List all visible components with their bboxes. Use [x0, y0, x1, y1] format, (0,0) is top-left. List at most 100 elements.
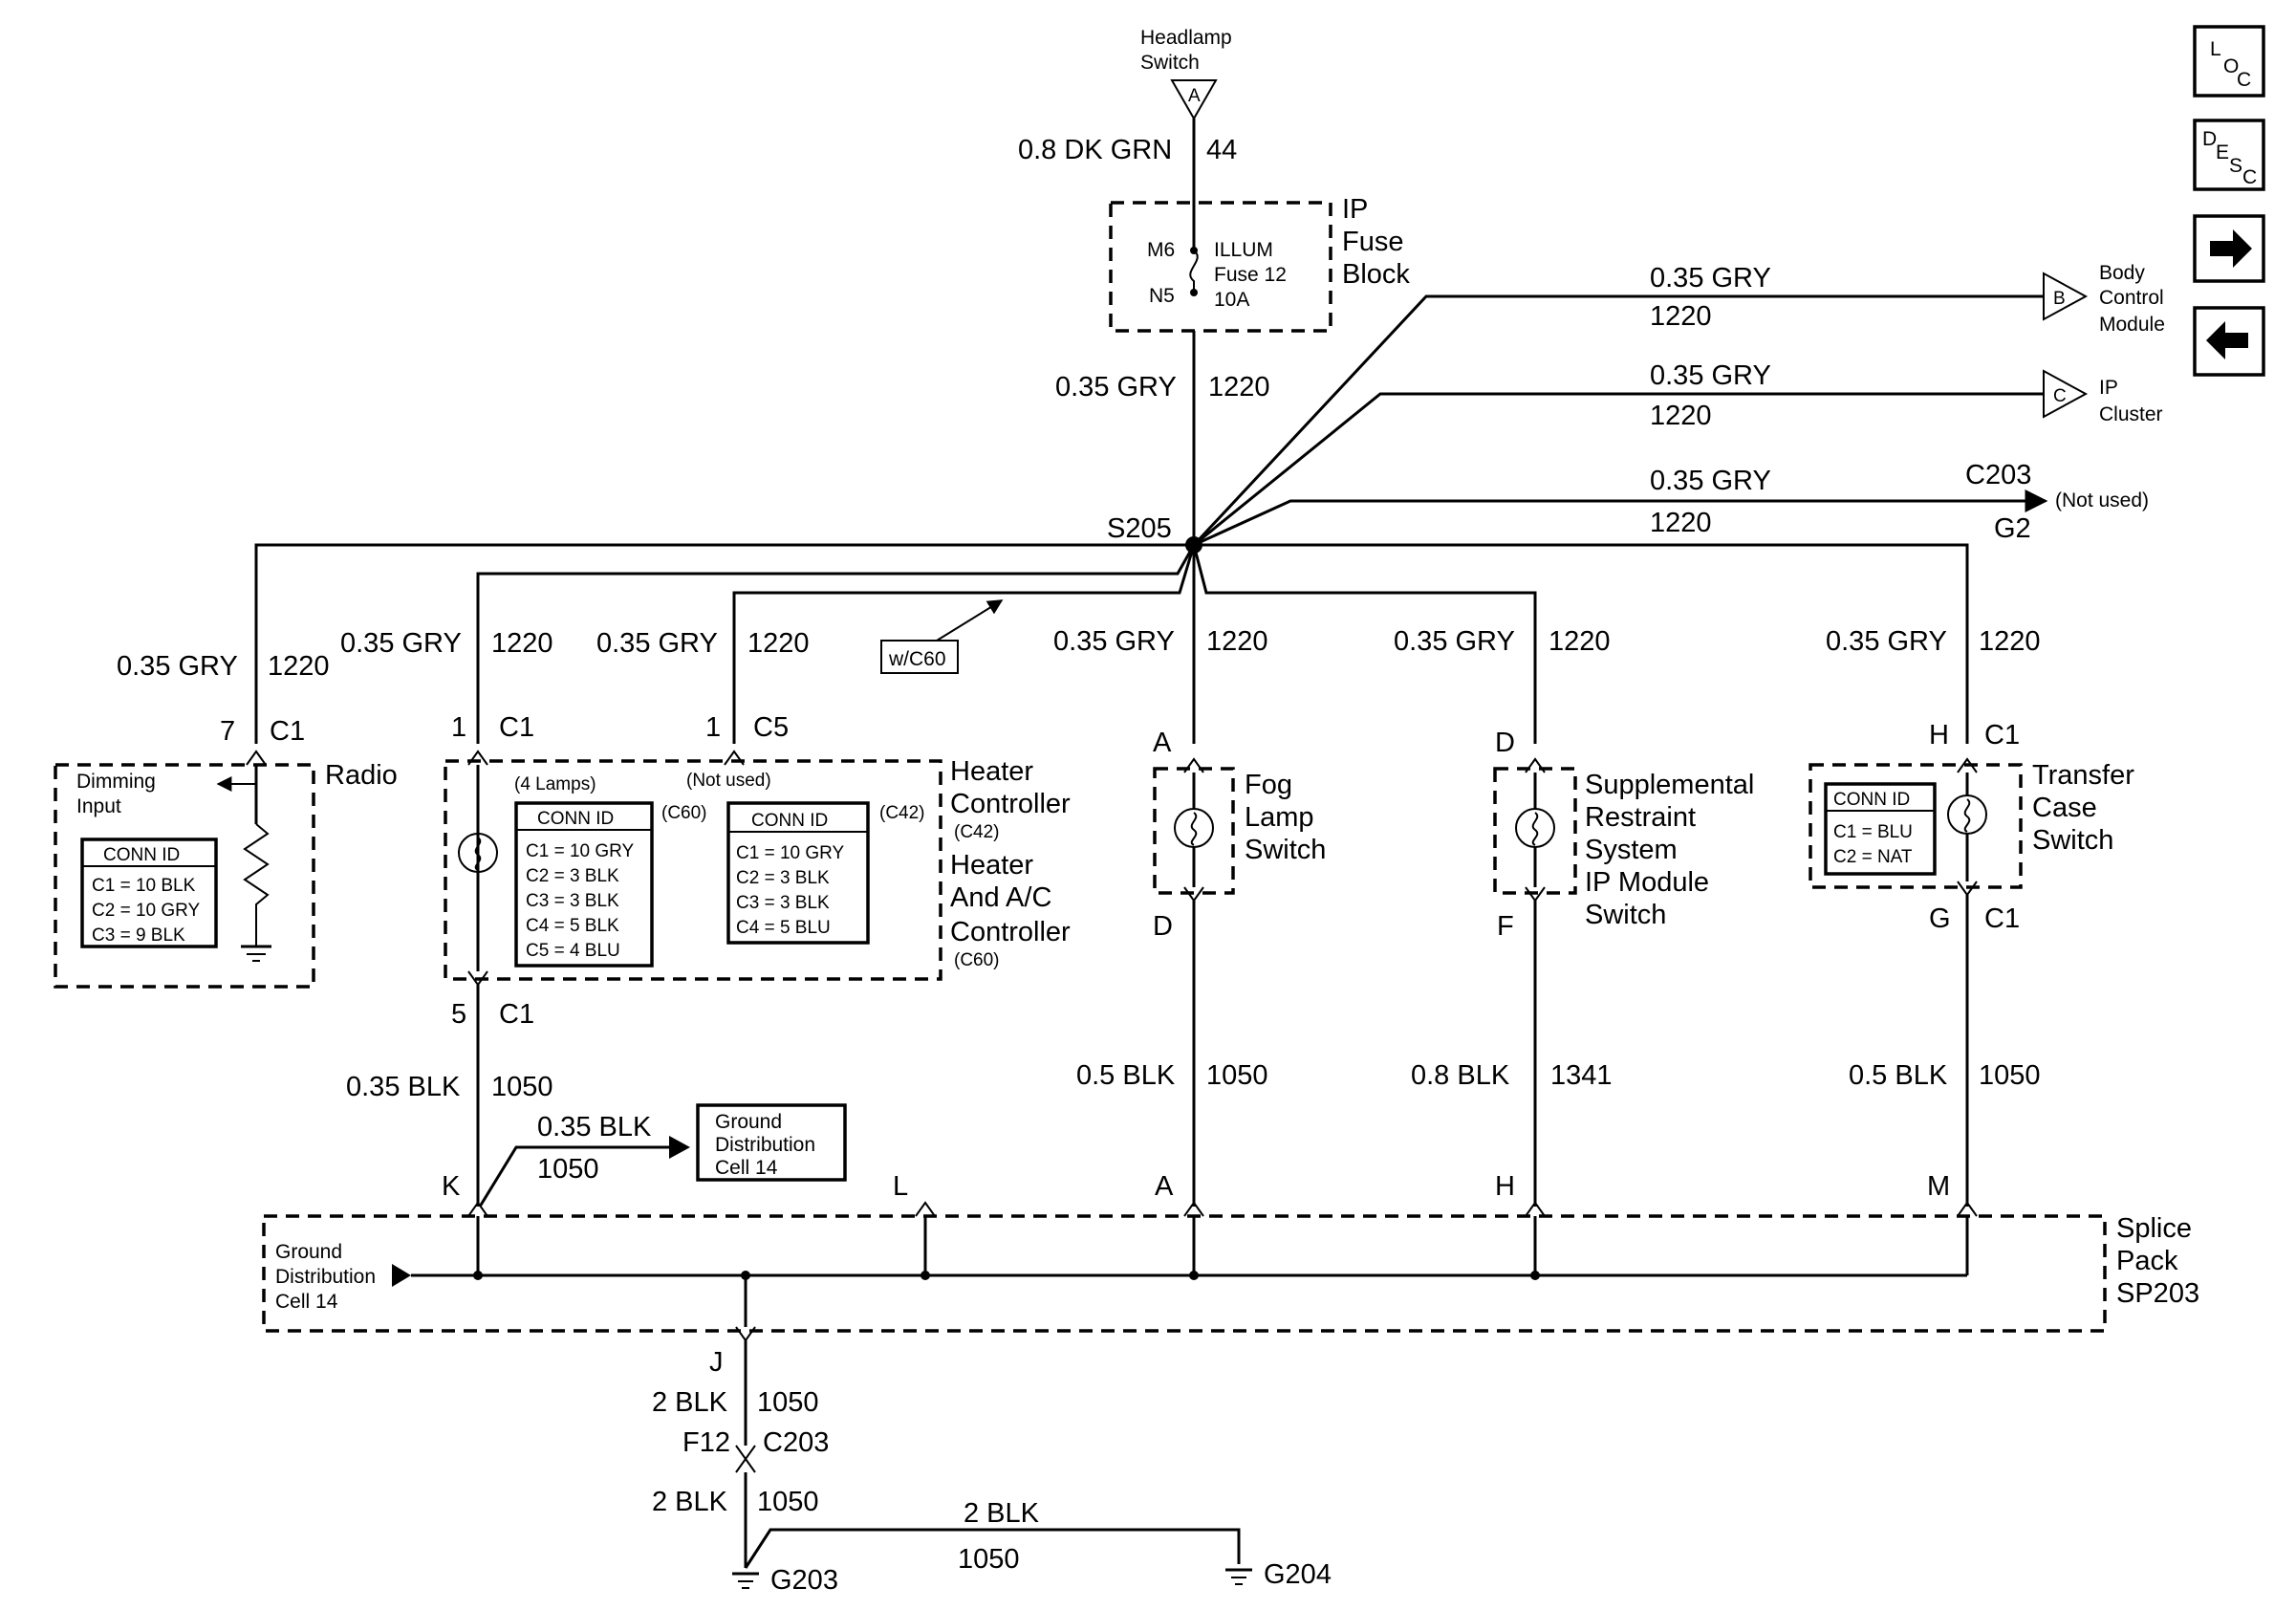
- svg-text:(C60): (C60): [954, 950, 1000, 970]
- svg-text:C203: C203: [763, 1427, 829, 1458]
- svg-text:C2 = 3 BLK: C2 = 3 BLK: [526, 866, 619, 886]
- svg-text:CONN ID: CONN ID: [537, 809, 614, 829]
- svg-text:C1: C1: [499, 999, 534, 1030]
- svg-text:Controller: Controller: [950, 917, 1071, 947]
- svg-text:D: D: [1153, 911, 1173, 942]
- svg-text:C3 = 3 BLK: C3 = 3 BLK: [736, 893, 830, 913]
- location-button[interactable]: L O C: [2193, 25, 2265, 98]
- svg-text:Cluster: Cluster: [2099, 403, 2163, 425]
- svg-text:IP: IP: [2099, 377, 2118, 399]
- svg-text:1050: 1050: [491, 1072, 553, 1102]
- svg-text:0.35 GRY: 0.35 GRY: [1053, 626, 1175, 657]
- svg-text:B: B: [2053, 289, 2066, 309]
- svg-text:C5 = 4 BLU: C5 = 4 BLU: [526, 941, 620, 961]
- svg-text:Ground: Ground: [275, 1241, 342, 1263]
- next-page-button[interactable]: [2193, 214, 2265, 283]
- svg-text:N5: N5: [1149, 285, 1175, 307]
- svg-text:ILLUM: ILLUM: [1214, 239, 1273, 261]
- svg-text:(Not used): (Not used): [686, 771, 771, 791]
- ip-fuse-block: M6 N5 ILLUM Fuse 12 10A IP Fuse Block: [1109, 194, 1410, 333]
- svg-text:Splice: Splice: [2116, 1213, 2192, 1244]
- svg-text:CONN ID: CONN ID: [751, 811, 828, 831]
- svg-text:C1: C1: [270, 716, 305, 747]
- fuse-icon: [1189, 250, 1199, 293]
- svg-text:And A/C: And A/C: [950, 882, 1051, 913]
- svg-text:1220: 1220: [1549, 626, 1611, 657]
- svg-text:Block: Block: [1342, 259, 1410, 290]
- svg-text:1220: 1220: [491, 628, 553, 659]
- svg-text:D: D: [2202, 128, 2217, 150]
- splice-s205-label: S205: [1107, 513, 1172, 544]
- description-button[interactable]: D E S C: [2193, 119, 2265, 191]
- svg-text:Cell 14: Cell 14: [275, 1291, 338, 1313]
- svg-text:Switch: Switch: [1245, 835, 1326, 865]
- svg-text:(Not used): (Not used): [2055, 490, 2149, 511]
- svg-text:Fuse: Fuse: [1342, 227, 1403, 257]
- svg-text:C: C: [2242, 166, 2257, 188]
- feed-circuit: 44: [1206, 135, 1237, 165]
- svg-text:F12: F12: [682, 1427, 730, 1458]
- svg-text:0.35 GRY: 0.35 GRY: [1394, 626, 1515, 657]
- svg-text:Control: Control: [2099, 287, 2164, 309]
- right-arrow-icon: [2210, 229, 2252, 268]
- svg-text:C1 = 10 BLK: C1 = 10 BLK: [92, 876, 196, 896]
- svg-text:1220: 1220: [1650, 508, 1712, 538]
- svg-text:7: 7: [220, 716, 235, 747]
- svg-text:Fuse 12: Fuse 12: [1214, 264, 1287, 286]
- svg-text:G: G: [1929, 903, 1951, 934]
- svg-text:F: F: [1497, 911, 1514, 942]
- radio-component: 7 C1 Radio Dimming Input CONN ID C1 = 10…: [54, 716, 398, 989]
- svg-text:1050: 1050: [1979, 1060, 2041, 1091]
- svg-text:0.35 GRY: 0.35 GRY: [117, 651, 238, 682]
- w-c60-note: w/C60: [880, 599, 1004, 674]
- splice-pack-sp203: Splice Pack SP203 Ground Distribution Ce…: [262, 1171, 2199, 1342]
- svg-text:C1: C1: [1984, 720, 2020, 751]
- svg-text:H: H: [1495, 1171, 1515, 1202]
- svg-text:0.35 GRY: 0.35 GRY: [596, 628, 718, 659]
- svg-text:0.35 GRY: 0.35 GRY: [340, 628, 462, 659]
- svg-text:C4 = 5 BLK: C4 = 5 BLK: [526, 916, 619, 936]
- svg-text:A: A: [1188, 86, 1201, 106]
- svg-text:Transfer: Transfer: [2032, 760, 2134, 791]
- svg-text:(C42): (C42): [879, 803, 925, 823]
- svg-text:0.35 BLK: 0.35 BLK: [346, 1072, 461, 1102]
- svg-text:10A: 10A: [1214, 289, 1249, 311]
- svg-text:(C42): (C42): [954, 822, 1000, 842]
- svg-text:C3 = 3 BLK: C3 = 3 BLK: [526, 891, 619, 911]
- svg-text:Switch: Switch: [1140, 52, 1200, 74]
- svg-text:Supplemental: Supplemental: [1585, 770, 1754, 800]
- svg-text:Distribution: Distribution: [715, 1134, 815, 1156]
- svg-text:Input: Input: [76, 795, 121, 817]
- ipc-connector: [2043, 369, 2089, 419]
- svg-text:CONN ID: CONN ID: [1833, 790, 1910, 810]
- svg-text:1050: 1050: [1206, 1060, 1268, 1091]
- svg-text:Switch: Switch: [2032, 825, 2113, 856]
- svg-text:System: System: [1585, 835, 1678, 865]
- svg-text:O: O: [2223, 55, 2239, 77]
- svg-text:2 BLK: 2 BLK: [652, 1387, 728, 1418]
- svg-text:M: M: [1927, 1171, 1950, 1202]
- svg-text:0.35 GRY: 0.35 GRY: [1650, 360, 1771, 391]
- svg-text:G204: G204: [1264, 1559, 1332, 1590]
- svg-text:0.5 BLK: 0.5 BLK: [1076, 1060, 1176, 1091]
- lamp-icon: [458, 833, 498, 873]
- svg-text:C1 = 10 GRY: C1 = 10 GRY: [526, 841, 635, 861]
- svg-text:Case: Case: [2032, 793, 2097, 823]
- svg-text:Ground: Ground: [715, 1111, 782, 1133]
- svg-text:A: A: [1153, 728, 1172, 758]
- svg-text:1050: 1050: [537, 1154, 599, 1185]
- lamp-icon: [1947, 794, 1987, 835]
- svg-text:2 BLK: 2 BLK: [964, 1498, 1040, 1529]
- svg-text:C: C: [2237, 69, 2251, 91]
- svg-text:1220: 1220: [268, 651, 330, 682]
- svg-text:S: S: [2229, 155, 2242, 177]
- svg-text:L: L: [2210, 38, 2221, 60]
- svg-text:0.8 BLK: 0.8 BLK: [1411, 1060, 1510, 1091]
- bcm-connector: [2043, 272, 2089, 321]
- fog-lamp-switch-component: A Fog Lamp Switch D: [1153, 728, 1326, 942]
- svg-text:1050: 1050: [958, 1544, 1020, 1575]
- svg-text:K: K: [442, 1171, 461, 1202]
- svg-text:(C60): (C60): [661, 803, 707, 823]
- previous-page-button[interactable]: [2193, 306, 2265, 377]
- svg-text:Restraint: Restraint: [1585, 802, 1696, 833]
